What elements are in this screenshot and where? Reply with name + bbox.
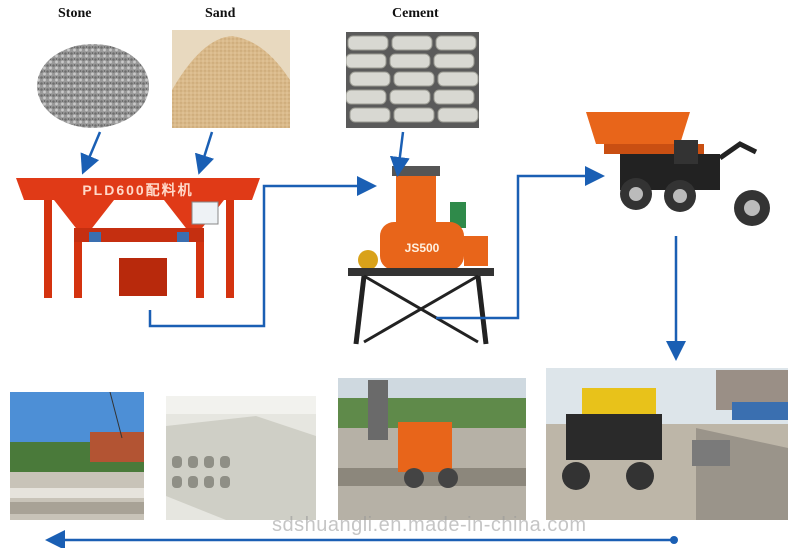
feeder-tricycle [580, 108, 776, 230]
cement-bags-image [346, 32, 479, 128]
stone-to-batcher-arrow [80, 131, 102, 175]
gravel-pile-icon [37, 44, 149, 128]
sand-pile-icon [172, 30, 290, 128]
batching-machine: PLD600配料机 [14, 172, 264, 304]
sand-label: Sand [205, 6, 236, 21]
installation-photo [10, 392, 144, 520]
mixer-text: JS500 [405, 241, 440, 255]
watermark-text: sdshuangli.en.made-in-china.com [272, 514, 587, 536]
flow-start-dot [670, 536, 678, 544]
cement-label: Cement [392, 6, 439, 21]
cement-bags-icon [346, 32, 479, 128]
cutting-machine-photo [338, 378, 526, 520]
extruder-machine-photo [546, 368, 788, 520]
stone-label: Stone [58, 6, 92, 21]
stone-pile-image [34, 28, 152, 128]
sand-to-batcher-arrow [194, 131, 215, 175]
batcher-text: PLD600配料机 [82, 182, 193, 198]
concrete-mixer: JS500 [346, 162, 496, 348]
hollow-core-slab-photo [166, 396, 316, 520]
sand-pile-image [172, 30, 290, 128]
